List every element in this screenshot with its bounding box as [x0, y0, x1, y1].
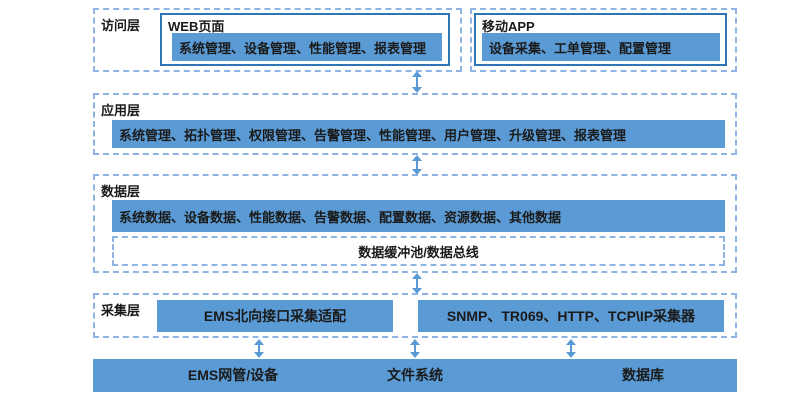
- web-panel-title: WEB页面: [168, 19, 225, 34]
- arrow-access-application: [411, 71, 423, 93]
- collection-layer-label: 采集层: [101, 303, 141, 318]
- arrow-collection-filesystem: [409, 339, 421, 358]
- arrow-up-icon: [566, 339, 576, 345]
- arrow-down-icon: [410, 352, 420, 358]
- web-panel-items: 系统管理、设备管理、性能管理、报表管理: [172, 33, 442, 61]
- access-layer-label: 访问层: [101, 18, 141, 33]
- arrow-up-icon: [254, 339, 264, 345]
- arrow-up-icon: [410, 339, 420, 345]
- data-layer-items: 系统数据、设备数据、性能数据、告警数据、配置数据、资源数据、其他数据: [112, 200, 725, 232]
- arrow-collection-database: [565, 339, 577, 358]
- resource-database-label: 数据库: [622, 367, 664, 383]
- data-bus-box: 数据缓冲池/数据总线: [112, 236, 725, 266]
- mobile-panel-items: 设备采集、工单管理、配置管理: [482, 33, 720, 61]
- resource-filesystem-label: 文件系统: [387, 367, 443, 383]
- arrow-up-icon: [412, 71, 422, 77]
- arrow-collection-ems: [253, 339, 265, 358]
- application-layer-label: 应用层: [101, 103, 141, 118]
- arrow-up-icon: [412, 273, 422, 279]
- resources-bar: EMS网管/设备 文件系统 数据库: [93, 359, 737, 392]
- resource-ems-label: EMS网管/设备: [187, 367, 279, 383]
- arrow-up-icon: [412, 155, 422, 161]
- arrow-down-icon: [412, 87, 422, 93]
- arrow-data-collection: [411, 273, 423, 294]
- ems-adapter-box: EMS北向接口采集适配: [157, 300, 393, 332]
- arrow-down-icon: [412, 169, 422, 175]
- protocol-collectors-box: SNMP、TR069、HTTP、TCP\IP采集器: [418, 300, 724, 332]
- application-layer-items: 系统管理、拓扑管理、权限管理、告警管理、性能管理、用户管理、升级管理、报表管理: [112, 120, 725, 148]
- arrow-application-data: [411, 155, 423, 175]
- arrow-down-icon: [254, 352, 264, 358]
- mobile-panel-title: 移动APP: [482, 19, 535, 34]
- arrow-down-icon: [412, 288, 422, 294]
- data-layer-label: 数据层: [101, 184, 141, 199]
- arrow-down-icon: [566, 352, 576, 358]
